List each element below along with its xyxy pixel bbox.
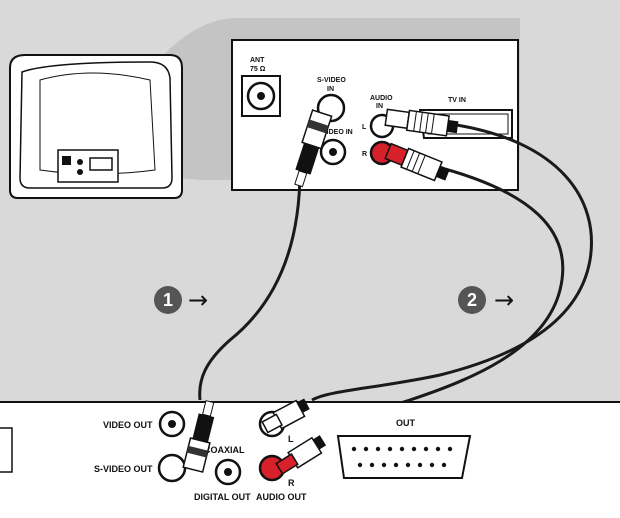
video-out-label: VIDEO OUT [103, 420, 153, 430]
step-1-badge [154, 286, 182, 314]
audio-in-r-label: R [362, 151, 367, 158]
step-2-badge [458, 286, 486, 314]
tv-connector-panel: ANT 75 Ω S-VIDEO IN VIDEO IN AUDIO IN L … [231, 39, 519, 191]
svideo-out-label: S-VIDEO OUT [94, 464, 153, 474]
audio-in-label-1: AUDIO [370, 95, 393, 102]
step-1-number: 1 [163, 290, 173, 310]
step-2-arrow: → [494, 286, 514, 314]
svideo-cable [198, 169, 302, 401]
scart-pins [351, 446, 453, 468]
step-1-marker: 1 → [154, 286, 208, 314]
step-2-number: 2 [467, 290, 477, 310]
digital-out-label: DIGITAL OUT [194, 492, 251, 502]
audio-r-cable [329, 163, 565, 437]
step-2-marker: 2 → [458, 286, 514, 314]
svideo-plug-tv-end [294, 109, 333, 188]
video-in-label: VIDEO IN [322, 129, 353, 136]
tv-rear-connector-panel [57, 149, 119, 183]
ant-ohm-label: 75 Ω [250, 66, 266, 73]
tv-out-label: OUT [396, 418, 416, 428]
audio-out-l-label: L [288, 434, 294, 444]
audio-out-label: AUDIO OUT [256, 492, 307, 502]
tv-illustration [9, 54, 183, 199]
ant-label: ANT [250, 57, 265, 64]
audio-out-r-label: R [288, 478, 295, 488]
audio-l-plug-player-end [261, 398, 310, 434]
svideo-in-label-2: IN [327, 86, 334, 93]
ant-jack [246, 81, 276, 111]
step-1-arrow: → [188, 286, 208, 314]
svideo-out-jack [157, 453, 187, 483]
audio-l-cable [311, 122, 593, 402]
audio-r-plug-tv-end [384, 142, 450, 182]
tv-out-scart [336, 435, 472, 479]
audio-l-plug-tv-end [384, 108, 459, 137]
audio-r-plug-player-end [275, 435, 327, 475]
svideo-in-label-1: S-VIDEO [317, 77, 346, 84]
audio-in-l-label: L [362, 124, 367, 131]
audio-in-label-2: IN [376, 103, 383, 110]
coaxial-label: COAXIAL [204, 445, 245, 455]
tv-in-label: TV IN [448, 97, 466, 104]
svideo-plug-player-end [182, 400, 215, 473]
